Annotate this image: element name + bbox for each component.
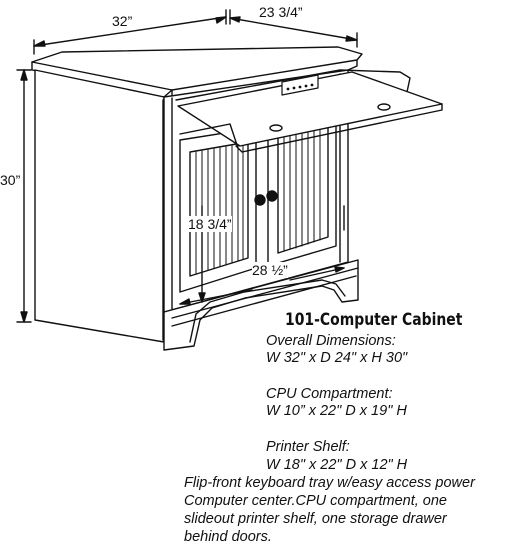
- product-title: 101-Computer Cabinet: [285, 310, 463, 330]
- printer-shelf-heading: Printer Shelf:: [266, 439, 350, 455]
- cpu-compartment-heading: CPU Compartment:: [266, 386, 393, 402]
- door-width-dimension-line: [179, 266, 345, 305]
- description-line-1: Flip-front keyboard tray w/easy access p…: [184, 475, 475, 491]
- width-dimension-line: [33, 9, 227, 55]
- printer-shelf-value: W 18" x 22" D x 12" H: [266, 457, 408, 473]
- height-dimension-line: [16, 69, 32, 323]
- door-height-dimension-label: 18 3/4”: [188, 216, 232, 232]
- left-door: [179, 127, 257, 293]
- depth-dimension-line: [229, 9, 358, 48]
- description-line-2: Computer center.CPU compartment, one: [184, 493, 447, 509]
- door-width-dimension-label: 28 ½”: [252, 262, 288, 278]
- description-line-4: behind doors.: [184, 529, 272, 545]
- overall-dimensions-heading: Overall Dimensions:: [266, 333, 396, 349]
- depth-dimension-label: 23 3/4”: [259, 4, 303, 20]
- description-line-3: slideout printer shelf, one storage draw…: [184, 511, 447, 527]
- cpu-compartment-value: W 10” x 22" D x 19" H: [266, 403, 407, 419]
- overall-dimensions-value: W 32" x D 24" x H 30": [266, 350, 408, 366]
- door-knobs: [254, 190, 278, 206]
- height-dimension-label: 30”: [0, 172, 21, 188]
- cabinet-side-panel: [34, 69, 165, 343]
- width-dimension-label: 32”: [112, 13, 133, 29]
- keyboard-tray: [175, 69, 443, 153]
